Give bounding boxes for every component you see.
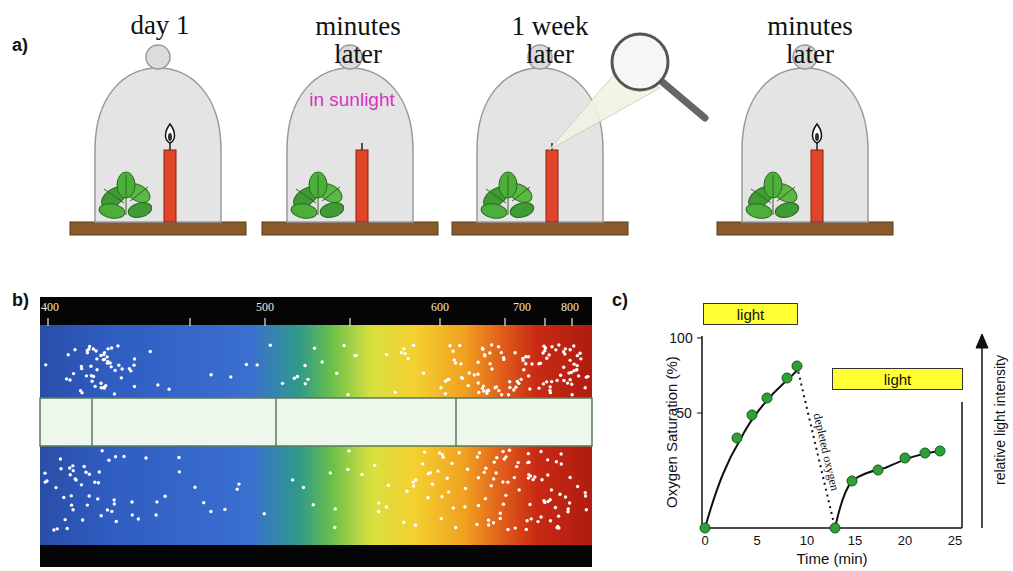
wavelength-number: 400 <box>41 301 59 314</box>
wavelength-number: 500 <box>256 301 274 314</box>
axis-title: Oxygen Saturation (%) <box>664 356 680 508</box>
condition-note: in sunlight <box>309 90 395 110</box>
panel-letter: c) <box>612 291 628 310</box>
wavelength-number: 700 <box>513 301 531 314</box>
light-bar: light <box>832 368 963 390</box>
panel-letter: a) <box>12 36 28 55</box>
bar-label: light <box>737 306 765 323</box>
bell-jar-set <box>70 45 893 235</box>
tick-label: 10 <box>800 534 814 548</box>
tick-label: 5 <box>753 534 760 548</box>
axis-title: relative light intensity <box>993 355 1008 485</box>
wavelength-number: 600 <box>431 301 449 314</box>
stage-heading: minutes later <box>298 12 418 69</box>
bar-label: light <box>884 371 912 388</box>
stage-heading: day 1 <box>130 11 189 39</box>
stage-heading: 1 week later <box>495 12 605 69</box>
stage-heading: minutes later <box>750 12 870 69</box>
wavelength-number: 800 <box>561 301 579 314</box>
axis-title: Time (min) <box>796 551 867 567</box>
panel-letter: b) <box>12 291 29 310</box>
tick-label: 25 <box>948 534 962 548</box>
light-bar: light <box>703 303 798 325</box>
oxygen-chart <box>697 334 988 533</box>
curve-note: depleted oxygen <box>811 410 842 494</box>
tick-label: 0 <box>701 534 708 548</box>
tick-label: 100 <box>669 331 692 346</box>
tick-label: 50 <box>676 406 692 421</box>
tick-label: 15 <box>848 534 862 548</box>
tick-label: 20 <box>898 534 912 548</box>
spectrum-image <box>40 297 592 567</box>
